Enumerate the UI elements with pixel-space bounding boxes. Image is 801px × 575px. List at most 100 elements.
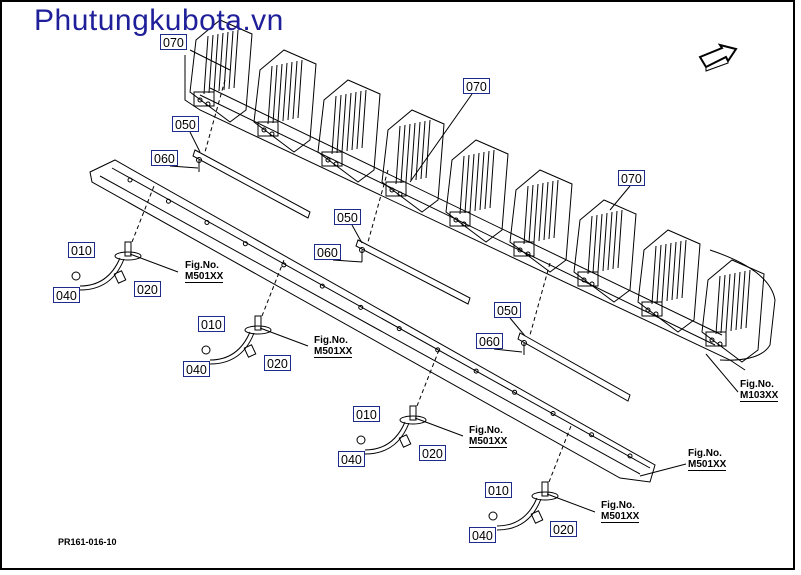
fig-ref-m501-a[interactable]: Fig.No. M501XX bbox=[185, 260, 224, 283]
callout-050-a[interactable]: 050 bbox=[172, 116, 199, 132]
callout-050-b[interactable]: 050 bbox=[334, 209, 361, 225]
callout-070-a[interactable]: 070 bbox=[160, 34, 187, 50]
callout-010-c[interactable]: 010 bbox=[353, 406, 380, 422]
callout-010-b[interactable]: 010 bbox=[198, 316, 225, 332]
lifter-plate-rib bbox=[203, 35, 209, 95]
bracket-hole bbox=[653, 311, 659, 317]
divider-bar-edge bbox=[99, 175, 641, 475]
callout-020-b[interactable]: 020 bbox=[264, 355, 291, 371]
bar-hole bbox=[204, 219, 210, 225]
lifter-plate-rib bbox=[464, 154, 470, 214]
callout-040-d[interactable]: 040 bbox=[469, 527, 496, 543]
cover-strip-050 bbox=[192, 79, 311, 219]
lifter-bracket bbox=[321, 151, 343, 167]
bracket-hole bbox=[645, 307, 651, 313]
upper-frame-lower-edge bbox=[184, 55, 746, 371]
guide-rod-assembly bbox=[356, 349, 464, 455]
lifter-plate-outline bbox=[189, 19, 253, 123]
lifter-plate bbox=[637, 229, 701, 333]
fig-ref-m501-b[interactable]: Fig.No. M501XX bbox=[314, 335, 353, 358]
lifter-plate-rib bbox=[538, 182, 544, 242]
lower-divider-bar bbox=[89, 159, 656, 483]
callout-070-b[interactable]: 070 bbox=[463, 78, 490, 94]
lifter-plate-rib bbox=[228, 30, 234, 90]
lifter-bracket bbox=[449, 211, 471, 227]
bracket-hole bbox=[453, 217, 459, 223]
callout-060-b[interactable]: 060 bbox=[314, 244, 341, 260]
lifter-plate-rib bbox=[715, 275, 721, 335]
lifter-plate-rib bbox=[410, 122, 416, 182]
bracket-hole bbox=[269, 131, 275, 137]
lifter-plate-rib bbox=[287, 61, 293, 121]
fig-ref-m501-d[interactable]: Fig.No. M501XX bbox=[688, 448, 727, 471]
washer-040 bbox=[71, 271, 81, 281]
divider-bar-edge bbox=[111, 167, 651, 469]
lifter-bracket bbox=[641, 301, 663, 317]
lifter-plate-rib bbox=[725, 273, 731, 333]
rod-010-flange bbox=[244, 325, 272, 335]
lifter-plate bbox=[445, 139, 509, 243]
callout-020-a[interactable]: 020 bbox=[134, 281, 161, 297]
callout-040-b[interactable]: 040 bbox=[183, 361, 210, 377]
lifter-plate-rib bbox=[479, 151, 485, 211]
lifter-plate-rib bbox=[592, 214, 598, 274]
fig-ref-m103[interactable]: Fig.No. M103XX bbox=[740, 379, 779, 402]
fig-ref-prefix: Fig.No. bbox=[314, 335, 348, 346]
lifter-plate-rib bbox=[553, 179, 559, 239]
lifter-plate-rib bbox=[523, 185, 529, 245]
lifter-bracket bbox=[257, 121, 279, 137]
lifter-plate-rib bbox=[720, 274, 726, 334]
nut-020 bbox=[113, 270, 127, 284]
lifter-plate-rib bbox=[602, 212, 608, 272]
fig-ref-m501-c[interactable]: Fig.No. M501XX bbox=[469, 425, 508, 448]
rod-010-flange bbox=[531, 491, 559, 501]
lifter-plate-rib bbox=[341, 93, 347, 153]
lifter-plate-rib bbox=[395, 125, 401, 185]
lifter-plate bbox=[509, 169, 573, 273]
lifter-plate-rib bbox=[607, 211, 613, 271]
callout-070-c[interactable]: 070 bbox=[618, 170, 645, 186]
assembly-centerline bbox=[367, 169, 389, 243]
bracket-hole bbox=[205, 101, 211, 107]
rod-010-flange bbox=[399, 415, 427, 425]
fig-leader bbox=[259, 327, 309, 347]
callout-020-d[interactable]: 020 bbox=[550, 521, 577, 537]
nut-020 bbox=[530, 510, 544, 524]
bar-hole bbox=[281, 262, 287, 268]
callout-020-c[interactable]: 020 bbox=[419, 445, 446, 461]
lifter-plate-rib bbox=[336, 94, 342, 154]
callout-010-a[interactable]: 010 bbox=[68, 242, 95, 258]
callout-010-d[interactable]: 010 bbox=[485, 482, 512, 498]
lifter-plate-rib bbox=[297, 59, 303, 119]
callout-060-a[interactable]: 060 bbox=[151, 150, 178, 166]
cover-strip-body bbox=[192, 149, 311, 219]
callout-060-c[interactable]: 060 bbox=[476, 333, 503, 349]
rod-010-boss bbox=[541, 481, 549, 497]
fig-leader bbox=[129, 253, 179, 273]
arrow-icon-head bbox=[698, 43, 738, 69]
bar-hole bbox=[589, 432, 595, 438]
fig-ref-prefix: Fig.No. bbox=[601, 500, 635, 511]
lifter-plate-rib bbox=[233, 29, 239, 89]
lifter-plate-rib bbox=[676, 240, 682, 300]
lifter-plate-rib bbox=[208, 34, 214, 94]
bar-hole bbox=[127, 177, 133, 183]
lifter-plate-outline bbox=[637, 229, 701, 333]
callout-040-c[interactable]: 040 bbox=[338, 451, 365, 467]
rod-010-boss bbox=[124, 241, 132, 257]
lifter-plate-rib bbox=[459, 155, 465, 215]
callout-040-a[interactable]: 040 bbox=[53, 287, 80, 303]
assembly-centerline bbox=[416, 349, 440, 407]
bar-hole bbox=[550, 411, 556, 417]
leader-line bbox=[332, 259, 363, 263]
lifter-plate bbox=[317, 79, 381, 183]
bar-hole bbox=[165, 198, 171, 204]
fig-ref-m501-e[interactable]: Fig.No. M501XX bbox=[601, 500, 640, 523]
lifter-bracket bbox=[385, 181, 407, 197]
lifter-plate-rib bbox=[218, 32, 224, 92]
bar-hole bbox=[242, 241, 248, 247]
callout-050-c[interactable]: 050 bbox=[494, 302, 521, 318]
washer-040 bbox=[488, 511, 498, 521]
